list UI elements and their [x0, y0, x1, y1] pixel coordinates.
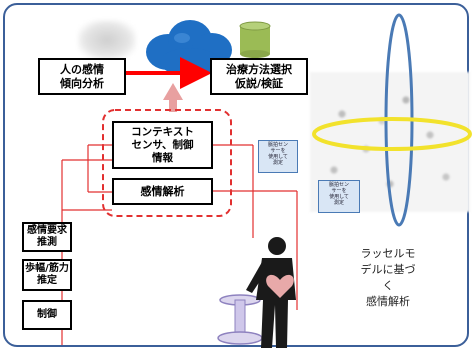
pulse-sensor-note-lower: 脈拍セン サーを 使用して 測定 [318, 180, 360, 213]
caption-line1: ラッセルモ [360, 247, 416, 260]
heart-icon [266, 274, 294, 298]
blurred-face-image [78, 20, 136, 60]
emotion-request-line2: 推測 [37, 237, 57, 248]
note-lower-line1: 脈拍セン [328, 182, 349, 188]
caption-line4: 感情解析 [366, 295, 410, 308]
caption-line3: く [382, 279, 394, 292]
pink-up-arrow [163, 83, 183, 112]
stride-line1: 歩幅/筋力 [25, 263, 69, 274]
context-line3: 情報 [152, 151, 173, 164]
caption-line2: デルに基づ [360, 263, 416, 276]
pulse-sensor-note-upper: 脈拍セン サーを 使用して 測定 [258, 140, 298, 173]
emotion-request-box: 感情要求 推測 [22, 222, 72, 252]
context-box: コンテキスト センサ、制御 情報 [112, 121, 213, 169]
note-upper-line2: サーを [270, 148, 286, 154]
database-icon [239, 21, 271, 58]
note-upper-line3: 使用して [268, 154, 288, 160]
note-lower-line3: 使用して [329, 194, 349, 200]
treatment-box: 治療方法選択 仮説/検証 [210, 58, 308, 95]
emotion-trend-line2: 傾向分析 [60, 76, 104, 90]
note-lower-line2: サーを [331, 188, 347, 194]
control-box: 制御 [22, 300, 72, 330]
stride-box: 歩幅/筋力 推定 [22, 259, 72, 291]
note-upper-line4: 測定 [272, 160, 283, 166]
russell-model-caption: ラッセルモ デルに基づ く 感情解析 [340, 246, 436, 310]
context-line2: センサ、制御 [131, 138, 194, 151]
stride-line2: 推定 [37, 275, 57, 286]
dashed-context-group [102, 109, 232, 217]
emotion-trend-line1: 人の感情 [60, 62, 104, 76]
emotion-analysis-box: 感情解析 [112, 178, 213, 205]
treatment-line2: 仮説/検証 [234, 76, 284, 90]
emotion-trend-box: 人の感情 傾向分析 [38, 58, 126, 95]
context-line1: コンテキスト [131, 125, 194, 138]
treatment-line1: 治療方法選択 [226, 62, 292, 76]
person-silhouette [246, 237, 296, 348]
note-lower-line4: 測定 [333, 200, 344, 206]
emotion-analysis-label: 感情解析 [140, 184, 185, 198]
emotion-request-line1: 感情要求 [27, 225, 67, 236]
note-upper-line1: 脈拍セン [267, 142, 288, 148]
control-label: 制御 [37, 309, 57, 320]
treadmill-device [217, 294, 263, 345]
yellow-ellipse [312, 117, 472, 151]
